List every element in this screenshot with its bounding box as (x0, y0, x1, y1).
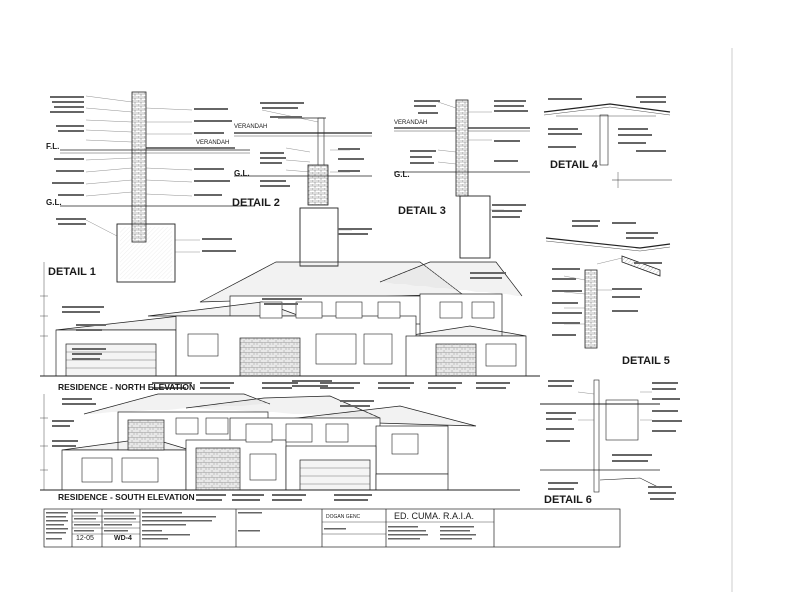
ground-level-label-1: G.L. (46, 198, 62, 207)
client-name: DOGAN GENC (326, 514, 361, 520)
north-elevation-drawing (40, 261, 540, 377)
drawing-date: 12-05 (76, 535, 94, 542)
verandah-label-3: VERANDAH (394, 120, 428, 126)
detail-2-label: DETAIL 2 (232, 197, 280, 209)
drawing-number: WD-4 (114, 535, 132, 542)
detail-1-label: DETAIL 1 (48, 266, 96, 278)
verandah-label-1: VERANDAH (196, 140, 230, 146)
detail-3-drawing (394, 99, 530, 259)
firm-name: ED. CUMA. R.A.I.A. (394, 511, 475, 521)
detail-4-drawing (543, 96, 672, 188)
north-elevation-title: RESIDENCE - NORTH ELEVATION (58, 382, 196, 392)
floor-level-label: F.L. (46, 142, 60, 151)
detail-5-drawing (545, 220, 671, 349)
detail-6-label: DETAIL 6 (544, 494, 592, 506)
north-elevation-notes (62, 272, 510, 389)
title-block-frame (43, 508, 621, 548)
title-block-notes (46, 512, 476, 540)
verandah-label-2: VERANDAH (234, 124, 268, 130)
south-elevation-drawing (40, 393, 520, 491)
detail-6-drawing (540, 379, 682, 500)
detail-4-label: DETAIL 4 (550, 159, 598, 171)
ground-level-label-3: G.L. (394, 170, 410, 179)
detail-1-drawing (50, 91, 255, 283)
detail-3-label: DETAIL 3 (398, 205, 446, 217)
south-elevation-title: RESIDENCE - SOUTH ELEVATION (58, 492, 195, 502)
ground-level-label-2: G.L. (234, 169, 250, 178)
south-elevation-notes (52, 380, 374, 501)
detail-5-label: DETAIL 5 (622, 355, 670, 367)
detail-2-drawing (234, 102, 372, 267)
